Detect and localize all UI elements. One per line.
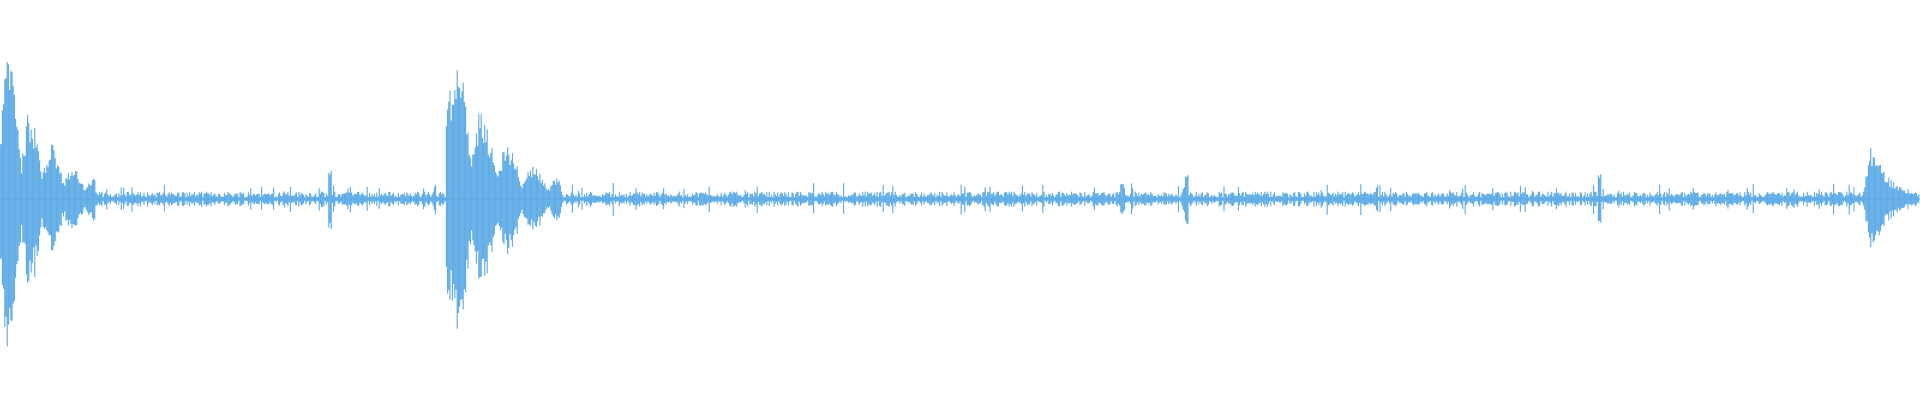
waveform-trace bbox=[0, 61, 1920, 347]
